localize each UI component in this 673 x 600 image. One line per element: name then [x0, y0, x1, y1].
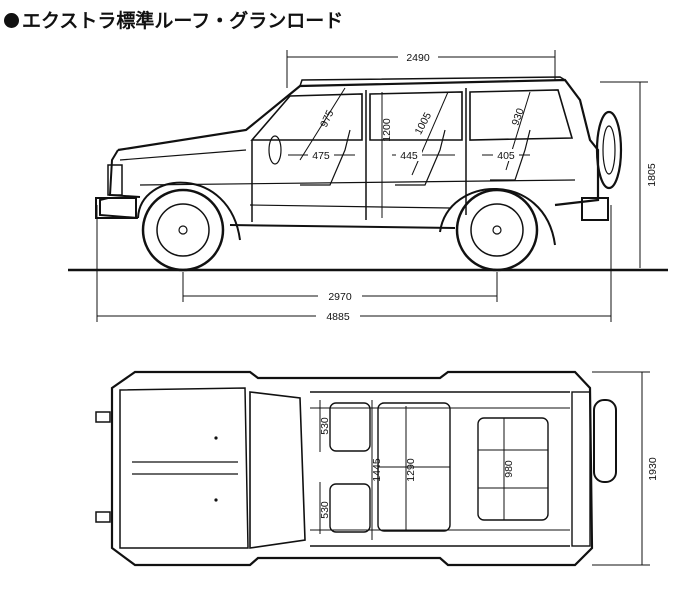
diagram-title: エクストラ標準ルーフ・グランロード: [4, 6, 343, 33]
dim-530-upper: 530: [319, 417, 331, 435]
dim-4885: 4885: [326, 311, 350, 323]
dim-1005: 1005: [413, 110, 435, 136]
dim-405: 405: [497, 150, 515, 162]
dim-530-lower: 530: [319, 501, 331, 519]
dim-1290: 1290: [405, 458, 417, 482]
front-wheel: [141, 188, 225, 272]
bullet-icon: [4, 13, 19, 28]
title-text: エクストラ標準ルーフ・グランロード: [22, 10, 344, 32]
dim-1445: 1445: [371, 458, 383, 482]
top-view-body: [95, 370, 594, 567]
dim-1805: 1805: [646, 163, 658, 187]
dim-975: 975: [318, 108, 336, 129]
top-view-dimensions: 1930 530 530 1445 1290 980: [319, 371, 659, 566]
rear-wheel: [455, 188, 539, 272]
dim-930: 930: [510, 107, 527, 128]
spare-tire-top: [593, 399, 617, 483]
side-view-body: [95, 76, 609, 246]
dim-1930: 1930: [647, 457, 659, 481]
dim-475: 475: [312, 150, 330, 162]
spare-tire: [595, 110, 623, 190]
dim-980: 980: [503, 460, 515, 478]
side-view: 2490 1805 2970 4885 975 1200: [68, 50, 668, 323]
dim-2490: 2490: [406, 52, 430, 64]
dim-1200: 1200: [381, 118, 393, 142]
top-view: 1930 530 530 1445 1290 980: [95, 370, 659, 567]
dim-2970: 2970: [328, 291, 352, 303]
dim-445: 445: [400, 150, 418, 162]
